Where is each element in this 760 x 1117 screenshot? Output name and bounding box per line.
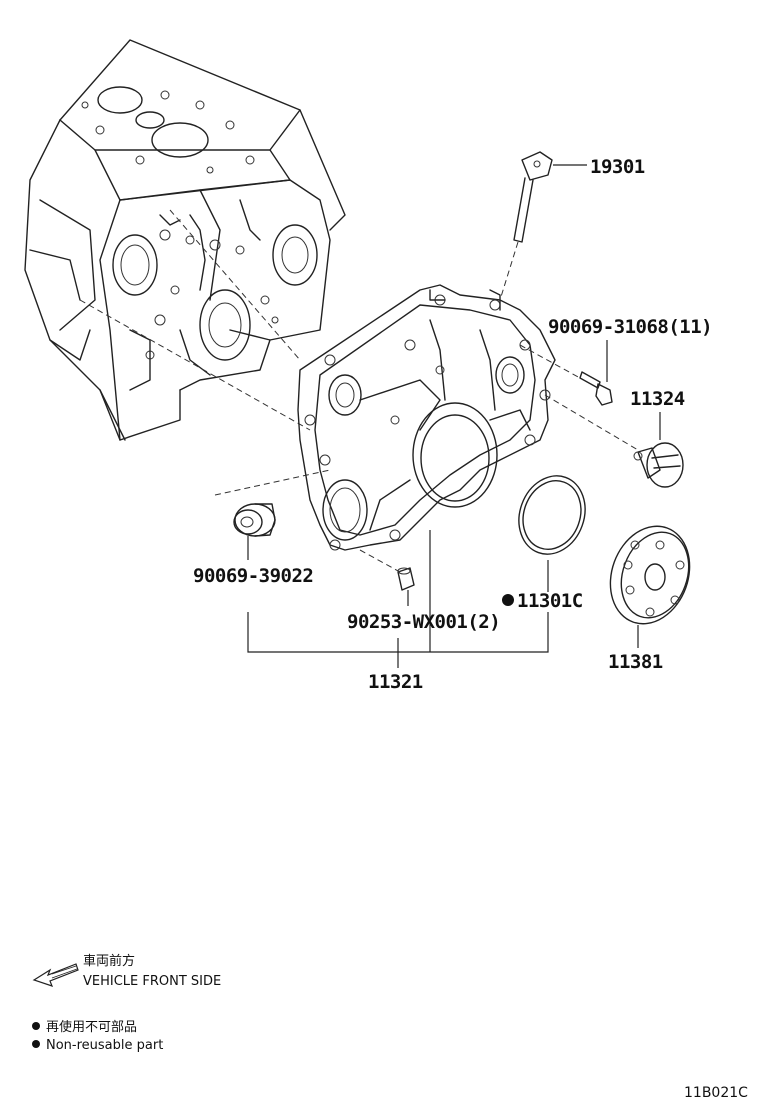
dowel-90253-illustration [397,567,415,591]
part-label-90253[interactable]: 90253-WX001(2) [347,611,501,633]
alignment-guide [79,299,311,431]
front-arrow-hatch [51,965,78,979]
alignment-guide [169,209,301,361]
timing-cover-illustration [297,284,556,551]
seal-11301C-illustration [518,475,586,555]
alignment-guide [214,469,331,496]
alignment-guide [499,241,519,301]
part-label-11301C[interactable]: 11301C [517,590,583,612]
part-label-11381[interactable]: 11381 [608,651,663,673]
legend-front-jp: 車両前方 [83,953,135,969]
part-label-11321[interactable]: 11321 [368,671,423,693]
part-label-11324[interactable]: 11324 [630,388,685,410]
alignment-guide [359,549,401,573]
bolt-90069-31068-illustration [579,371,613,406]
legend-nonreuse-en: Non-reusable part [46,1038,163,1053]
alignment-guide [544,394,639,451]
part-label-90069-39022[interactable]: 90069-39022 [193,565,314,587]
legend-nonreuse-dot-icon [32,1040,40,1048]
seal-90069-39022-illustration [233,503,276,537]
sensor-19301-illustration [513,151,553,243]
part-label-19301[interactable]: 19301 [590,156,645,178]
alignment-guide [519,344,581,379]
engine-block-illustration [24,39,346,441]
plate-11381-illustration [609,525,691,625]
non-reusable-marker [502,594,514,606]
front-arrow-icon [32,963,79,987]
part-label-90069-31068[interactable]: 90069-31068(11) [548,316,713,338]
legend-nonreuse-dot-icon [32,1022,40,1030]
diagram-ref-code: 11B021C [684,1085,748,1101]
legend: 車両前方 VEHICLE FRONT SIDE 再使用不可部品 Non-reus… [32,953,221,1053]
legend-nonreuse-jp: 再使用不可部品 [46,1019,137,1035]
legend-front-en: VEHICLE FRONT SIDE [83,974,221,989]
plug-11324-illustration [633,442,684,488]
